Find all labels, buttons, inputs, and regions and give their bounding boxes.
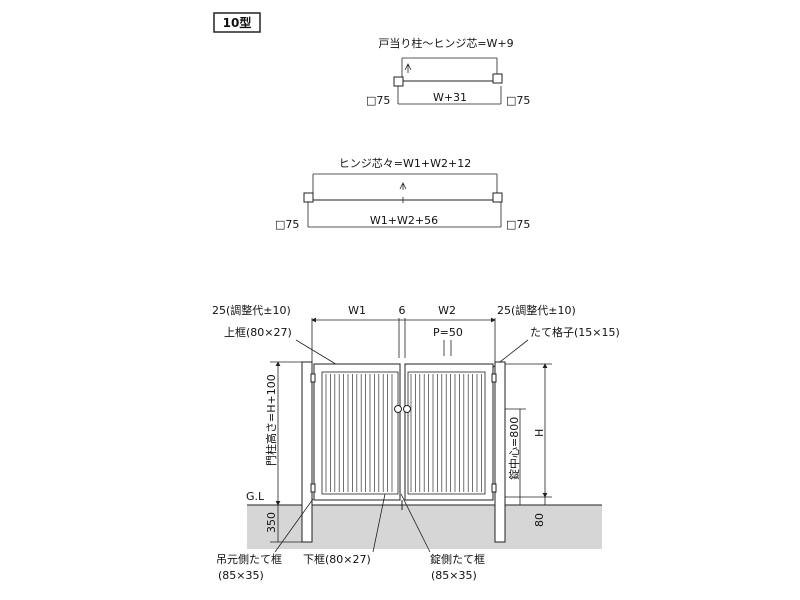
- vertical-bar-leader: [486, 339, 529, 373]
- bottom-frame-label: 下框(80×27): [303, 553, 371, 566]
- model-badge-label: 10型: [223, 15, 252, 30]
- single-left-post-label: □75: [366, 94, 390, 107]
- hinge-right-bottom: [491, 483, 497, 493]
- w1-label: W1: [348, 304, 366, 317]
- right-post: [494, 361, 506, 543]
- hinge-stile-label-1: 吊元側たて框: [216, 553, 282, 566]
- embed-label: 350: [265, 512, 278, 533]
- right-leaf-bars: [410, 374, 482, 492]
- lock-handle-right: [403, 405, 411, 413]
- lock-handle-left: [394, 405, 402, 413]
- double-right-post-square: [492, 192, 503, 203]
- lock-stile-leader: [400, 493, 431, 553]
- single-gate-plan: 戸当り柱～ヒンジ芯=W+9 W+31 □75 □75: [366, 36, 530, 107]
- hinge-stile-label-2: (85×35): [218, 569, 264, 582]
- lock-stile-label-1: 錠側たて框: [430, 552, 485, 566]
- ground-area: [247, 505, 602, 549]
- h-label: H: [533, 429, 546, 437]
- gl-label: G.L: [246, 490, 265, 503]
- right-post-square: [492, 73, 503, 84]
- double-right-post-label: □75: [506, 218, 530, 231]
- bottom-frame-leader: [372, 493, 386, 553]
- single-top-label: 戸当り柱～ヒンジ芯=W+9: [378, 36, 513, 50]
- double-top-label: ヒンジ芯々=W1+W2+12: [339, 156, 471, 170]
- right-leaf-inner: [407, 371, 486, 495]
- adjust-left-label: 25(調整代±10): [212, 303, 291, 317]
- top-frame-leader: [295, 339, 340, 367]
- double-width-label: W1+W2+56: [370, 214, 438, 227]
- gap-label: 6: [399, 304, 406, 317]
- double-open-arrow: [399, 182, 407, 190]
- double-left-post-square: [303, 192, 314, 203]
- vertical-bar-label: たて格子(15×15): [530, 325, 620, 339]
- lock-center-label: 錠中心=800: [507, 417, 521, 480]
- bottom-gap-label: 80: [533, 513, 546, 527]
- hinge-left-bottom: [310, 483, 316, 493]
- model-badge: 10型: [213, 12, 261, 33]
- pitch-label: P=50: [433, 326, 463, 339]
- left-leaf-inner: [321, 371, 399, 495]
- lock-stile-label-2: (85×35): [431, 569, 477, 582]
- right-leaf-frame: [404, 363, 494, 501]
- adjust-right-label: 25(調整代±10): [497, 303, 576, 317]
- single-width-label: W+31: [433, 91, 467, 104]
- top-frame-label: 上框(80×27): [224, 326, 292, 339]
- left-post-square: [393, 76, 404, 87]
- single-right-post-label: □75: [506, 94, 530, 107]
- post-height-label: 門柱高さ=H+100: [264, 374, 278, 466]
- hinge-right-top: [491, 373, 497, 383]
- hinge-stile-leader: [274, 498, 314, 553]
- double-left-post-label: □75: [275, 218, 299, 231]
- right-leaf: [404, 363, 494, 501]
- left-post: [301, 361, 313, 543]
- open-direction-arrow: [404, 63, 412, 73]
- double-gate-plan: ヒンジ芯々=W1+W2+12 W1+W2+56 □75 □75: [275, 156, 530, 231]
- left-leaf-bars: [325, 374, 393, 492]
- left-leaf: [313, 363, 401, 501]
- hinge-left-top: [310, 373, 316, 383]
- w2-label: W2: [438, 304, 456, 317]
- gate-elevation: G.L 25(調整代±10) W1 6 W2 25(調整代±10) 上框(80×…: [212, 303, 620, 582]
